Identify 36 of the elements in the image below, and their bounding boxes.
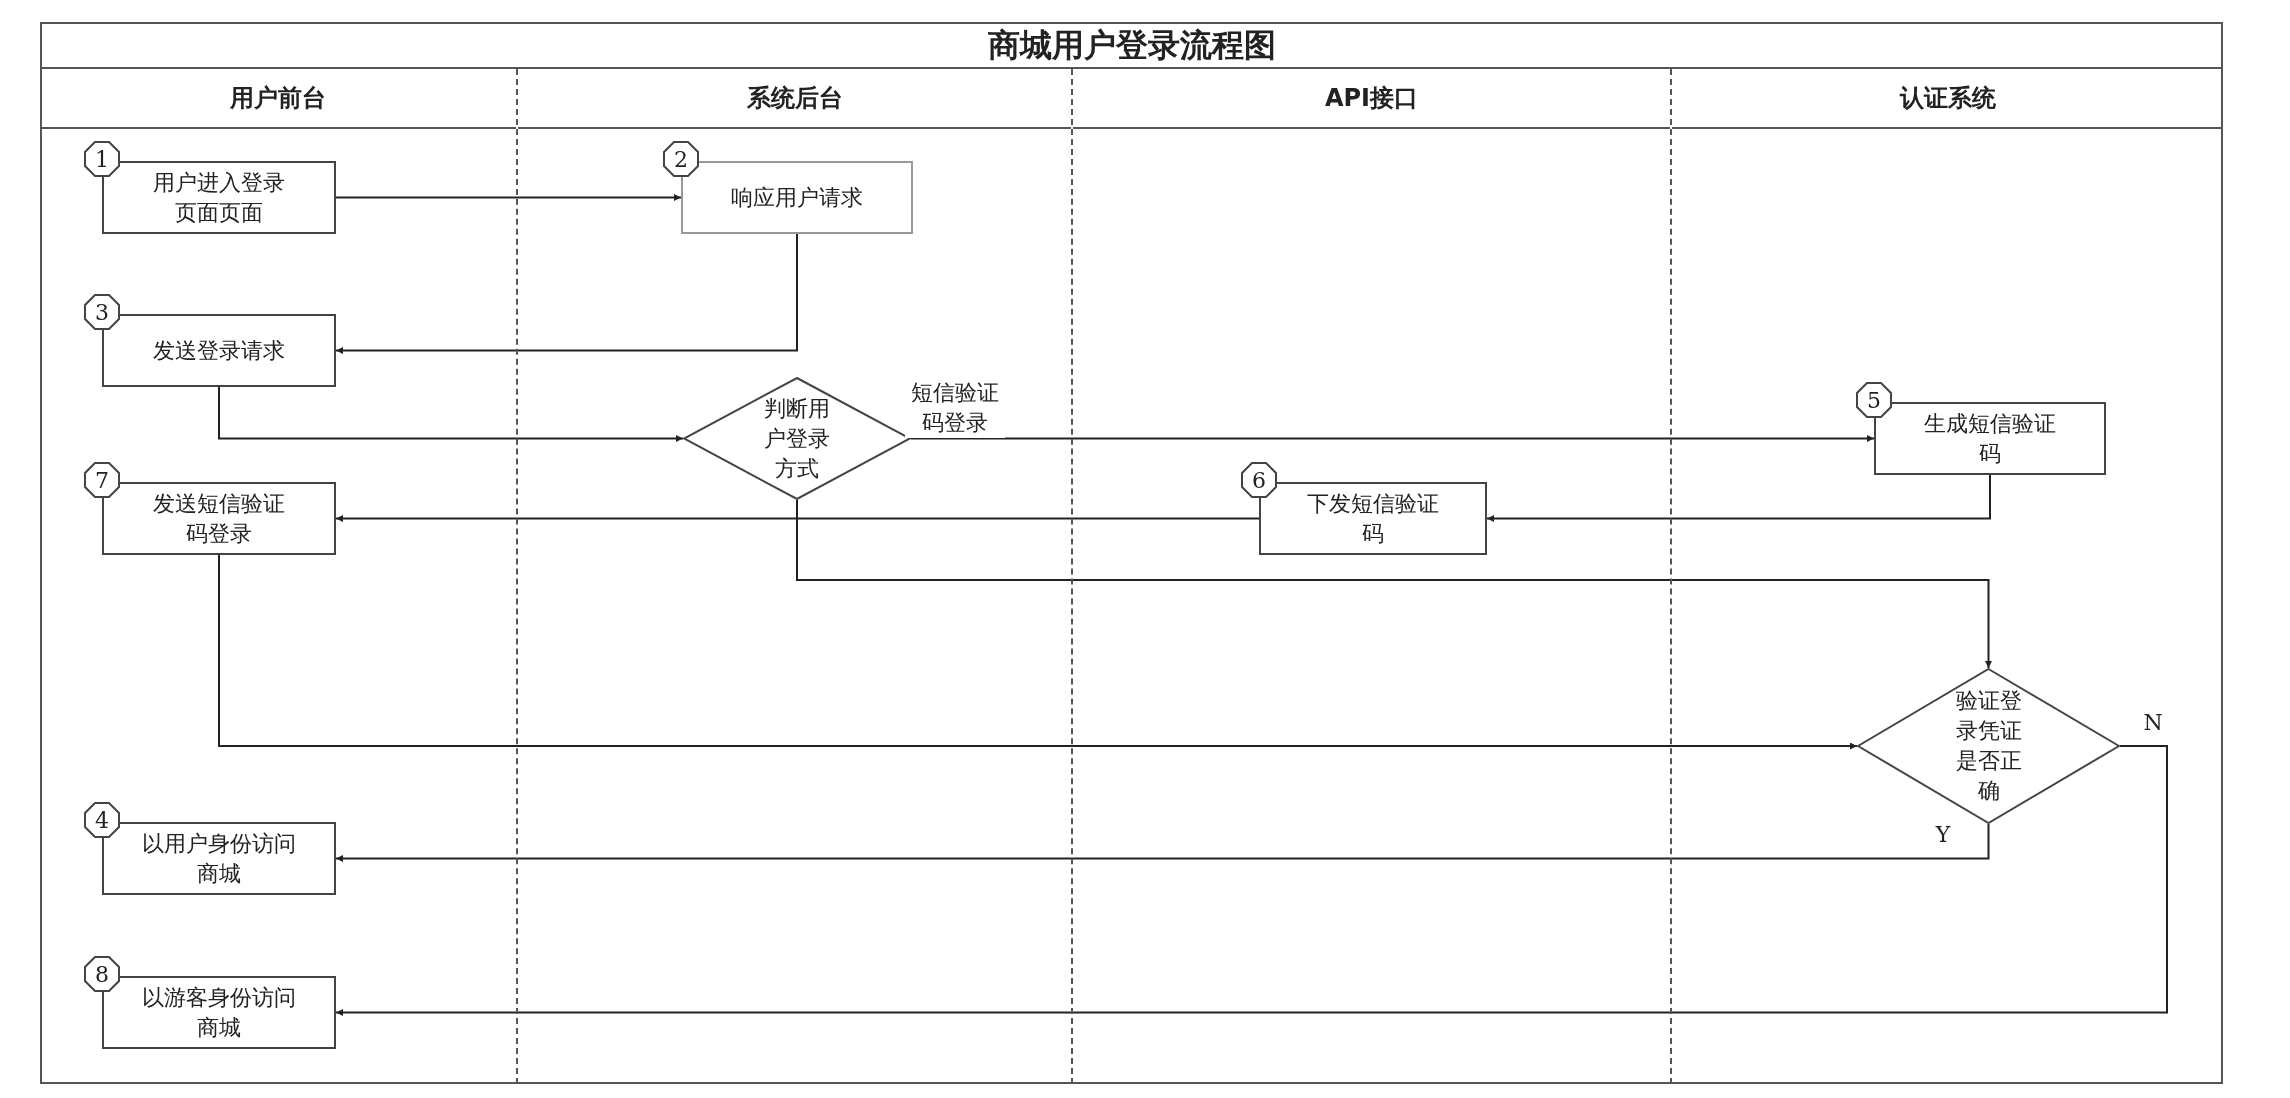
step-number-badge: 5: [1856, 382, 1892, 418]
box-text: 发送短信验证码登录: [152, 489, 286, 548]
decision-text: 验证登录凭证是否正确: [1954, 687, 2023, 805]
arrow: [335, 515, 1260, 522]
decision-diamond: [1857, 668, 2120, 824]
swimlane: [1073, 69, 1672, 1084]
arrow: [796, 499, 1992, 669]
lane-header: API接口: [1073, 69, 1670, 129]
box-text: 发送登录请求: [153, 336, 285, 365]
box-text: 以游客身份访问商城: [141, 983, 297, 1042]
lane-header: 认证系统: [1672, 69, 2223, 129]
step-number-badge: 2: [663, 141, 699, 177]
box-text: 生成短信验证码: [1923, 409, 2057, 468]
box-text: 用户进入登录页面页面: [152, 168, 286, 227]
step-number-badge: 3: [84, 294, 120, 330]
step-number-badge: 8: [84, 956, 120, 992]
arrow: [335, 194, 682, 201]
box-text: 以用户身份访问商城: [141, 829, 297, 888]
step-number-badge: 4: [84, 802, 120, 838]
box-text: 下发短信验证码: [1306, 489, 1440, 548]
arrow: [218, 386, 684, 442]
arrow: [1486, 474, 1991, 522]
arrow: [335, 233, 798, 354]
decision-diamond: [683, 377, 911, 500]
decision-text: 判断用户登录方式: [763, 394, 831, 483]
arrow: [335, 823, 1990, 862]
step-number-badge: 6: [1241, 462, 1277, 498]
swimlane: [40, 69, 518, 1084]
arrow: [910, 435, 1875, 442]
step-number-badge: 1: [84, 141, 120, 177]
step-number-badge: 7: [84, 462, 120, 498]
arrow: [218, 554, 1858, 750]
lane-header: 系统后台: [518, 69, 1071, 129]
box-text: 响应用户请求: [731, 183, 863, 212]
lane-header: 用户前台: [40, 69, 516, 129]
arrow: [335, 745, 2168, 1016]
